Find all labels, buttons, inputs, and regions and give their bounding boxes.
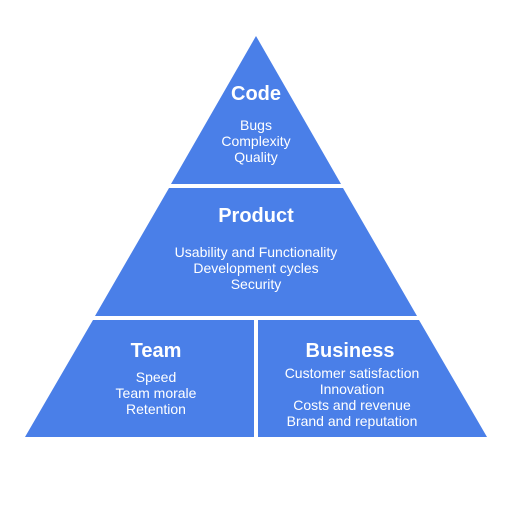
code-item: Complexity [221,133,290,149]
business-title: Business [306,340,395,362]
code-title: Code [231,83,281,105]
tier-product [95,188,417,316]
code-item: Bugs [240,117,272,133]
product-item: Usability and Functionality [175,244,338,260]
code-item: Quality [234,149,278,165]
product-title: Product [218,205,294,227]
team-title: Team [131,340,182,362]
product-item: Development cycles [193,260,318,276]
tier-code [171,36,341,184]
business-item: Customer satisfaction [285,365,420,381]
team-item: Team morale [116,385,197,401]
tier-business [258,320,487,437]
tier-team [25,320,254,437]
business-item: Brand and reputation [287,413,418,429]
product-item: Security [231,276,282,292]
business-item: Innovation [320,381,385,397]
team-item: Speed [136,369,176,385]
team-item: Retention [126,401,186,417]
business-item: Costs and revenue [293,397,411,413]
